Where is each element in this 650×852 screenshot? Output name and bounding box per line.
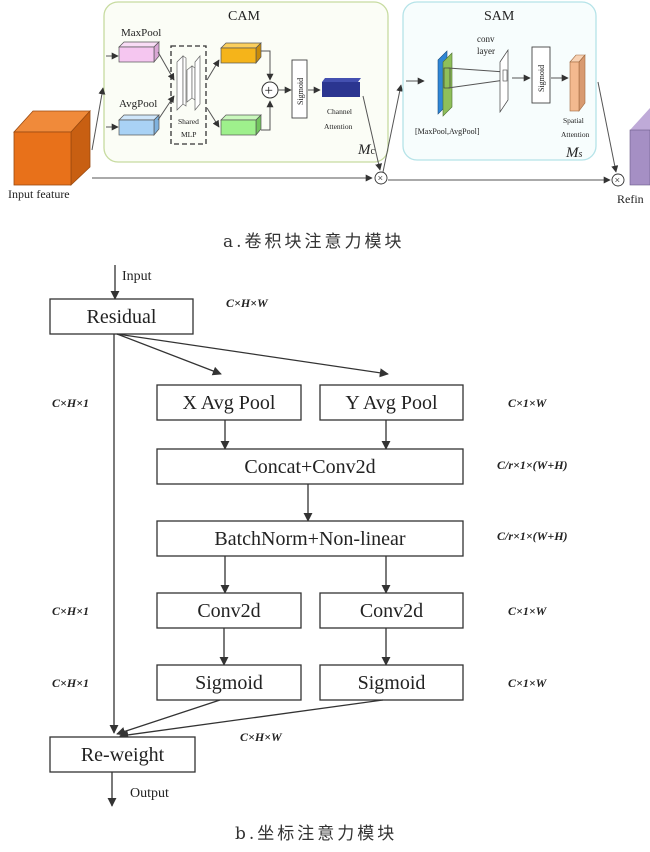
input-feature-cube [13,109,91,186]
sigmoid-right-box [319,664,464,701]
mlp-output-bottom [220,114,262,136]
maxpool-block [118,41,160,63]
residual-box [49,298,194,335]
ms-symbol: Ms [565,145,583,161]
conv-label-2: layer [477,46,495,56]
batchnorm-label: BatchNorm+Non-linear [214,528,406,550]
figure-b-coordinate-attention: Input Residual C×H×W X Avg Pool Y Avg Po… [49,265,568,844]
conv-layer-plane [499,48,509,114]
figure-a-cbam: Input feature CAM MaxPool AvgPool [8,1,650,252]
conv2d-right-label: Conv2d [360,600,423,622]
dim-reweight: C×H×W [240,730,283,744]
arrow-residual-to-ypool [116,333,389,378]
arrow-mlp-to-top [206,59,220,81]
conv-projection-top [447,67,506,73]
reweight-box [49,736,196,773]
refined-feature-cube [629,108,650,186]
multiply-node-2 [611,173,625,187]
arrow-top-to-sum [261,50,274,81]
dim-conv-right: C×1×W [508,604,548,618]
conv-projection-bottom [447,79,506,89]
maxpool-label: MaxPool [121,27,161,39]
conv-label-1: conv [477,34,495,44]
channel-attention-block [322,78,361,97]
sam-sigmoid-box [531,46,551,104]
multiply-icon-1: × [378,174,384,185]
plus-icon: + [265,83,273,99]
batchnorm-box [156,520,464,557]
caption-a: a.卷积块注意力模块 [223,232,405,252]
sam-title: SAM [484,9,515,24]
dim-sigmoid-left: C×H×1 [52,676,89,690]
arrow-input-to-cam [91,87,106,151]
mc-symbol: Mc [357,142,376,158]
arrow-spatial-to-multiply [597,81,619,173]
arrow-sigmoid-left-to-reweight [116,699,221,736]
x-avg-pool-box [156,384,302,421]
cam-sigmoid-label: Sigmoid [296,78,305,105]
shared-mlp-box [170,45,207,145]
sam-sigmoid-label: Sigmoid [537,65,546,92]
input-feature-label: Input feature [8,187,70,201]
spatial-attention-label-1: Spatial [563,116,584,125]
y-avg-pool-box [319,384,464,421]
cam-sigmoid-box [291,59,308,119]
output-label: Output [130,786,169,801]
multiply-node-1 [374,171,388,185]
multiply-icon-2: × [615,176,621,187]
dim-residual: C×H×W [226,296,269,310]
refined-feature-label: Refin [617,192,644,206]
arrow-mlp-to-bottom [206,107,220,128]
input-label: Input [122,269,152,284]
conv2d-right-box [319,592,464,629]
conv2d-left-box [156,592,302,629]
sigmoid-left-label: Sigmoid [195,672,263,694]
pool-concat-label: [MaxPool,AvgPool] [415,127,480,136]
shared-mlp-layers [176,55,201,111]
sigmoid-left-box [156,664,302,701]
channel-attention-label-1: Channel [327,107,352,116]
caption-b: b.坐标注意力模块 [235,824,397,844]
dim-x-pool: C×H×1 [52,396,89,410]
spatial-attention-block [569,54,586,112]
arrow-multiply-to-sam [382,84,404,173]
mlp-output-top [220,42,262,64]
cam-container [103,1,389,163]
avgpool-block [118,114,160,136]
cam-title: CAM [228,9,260,24]
y-avg-pool-label: Y Avg Pool [345,392,438,414]
channel-attention-label-2: Attention [324,122,353,131]
arrow-bottom-to-sum [261,100,274,131]
sigmoid-right-label: Sigmoid [358,672,426,694]
conv2d-left-label: Conv2d [197,600,260,622]
dim-conv-left: C×H×1 [52,604,89,618]
avgpool-label: AvgPool [119,98,157,110]
x-avg-pool-label: X Avg Pool [183,392,276,414]
shared-mlp-label-2: MLP [181,130,196,139]
arrow-sigmoid-right-to-reweight [119,699,384,740]
spatial-attention-label-2: Attention [561,130,590,139]
shared-mlp-label-1: Shared [178,117,199,126]
concat-conv2d-label: Concat+Conv2d [244,456,375,478]
arrow-channel-to-multiply [362,95,383,171]
dim-sigmoid-right: C×1×W [508,676,548,690]
reweight-label: Re-weight [81,744,165,766]
pooled-feature-maps [437,50,453,117]
residual-label: Residual [87,306,157,328]
dim-concat: C/r×1×(W+H) [497,458,568,472]
dim-y-pool: C×1×W [508,396,548,410]
concat-conv2d-box [156,448,464,485]
arrow-residual-to-xpool [116,333,222,376]
dim-batchnorm: C/r×1×(W+H) [497,529,568,543]
